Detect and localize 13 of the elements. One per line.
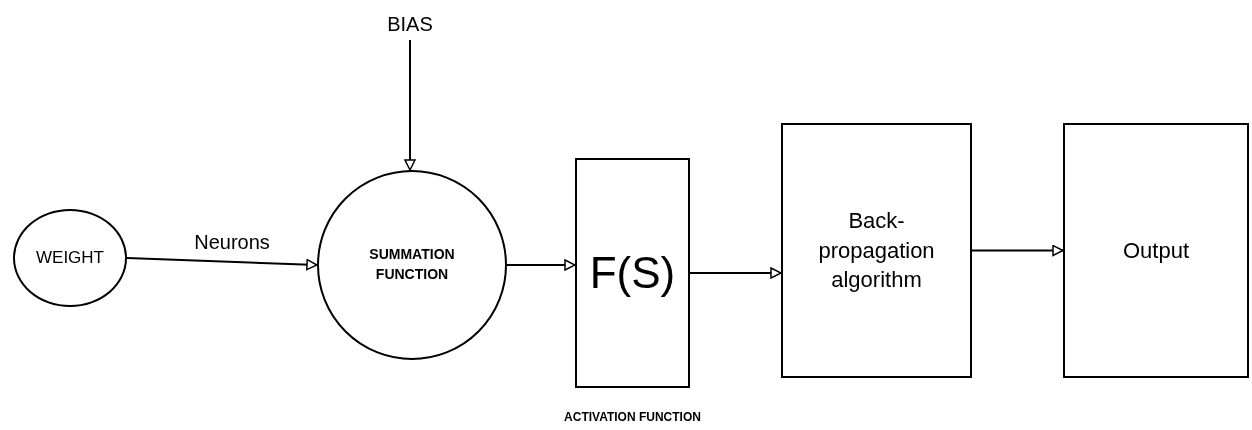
summation-circle: SUMMATION FUNCTION <box>317 170 507 360</box>
arrow <box>689 267 782 279</box>
input-ellipse: WEIGHT <box>13 209 127 307</box>
process-box: Back- propagation algorithm <box>781 123 972 378</box>
output-box: Output <box>1063 123 1249 378</box>
function-box: F(S) <box>575 158 690 388</box>
input-label: BIAS <box>380 8 440 40</box>
arrow <box>404 39 416 171</box>
node-label: ACTIVATION FUNCTION <box>564 409 701 426</box>
arrow <box>506 259 576 271</box>
arrow <box>971 244 1064 257</box>
edge-label: Neurons <box>192 232 272 252</box>
arrow <box>126 257 318 271</box>
